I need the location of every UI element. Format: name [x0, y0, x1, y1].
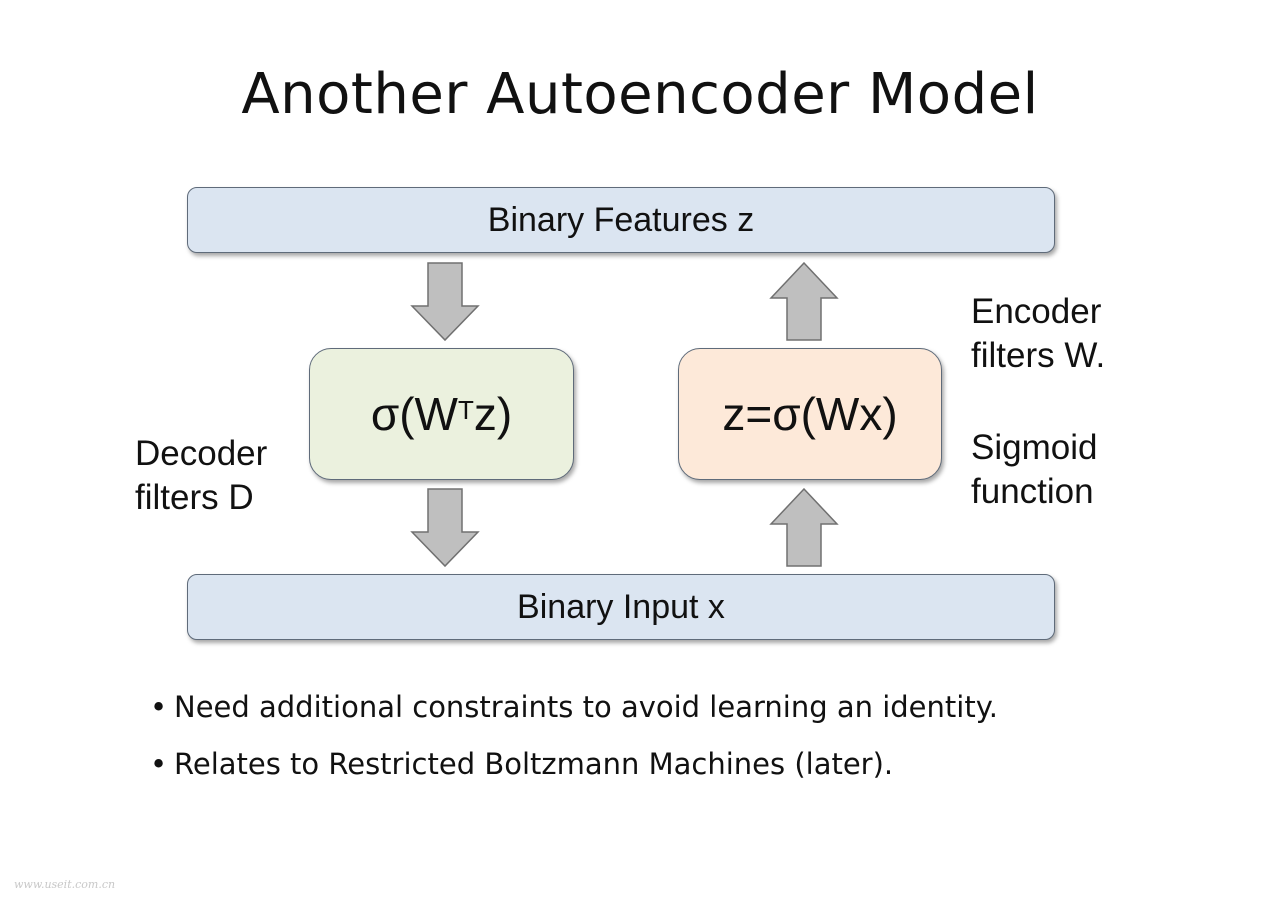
bullet-item: • Relates to Restricted Boltzmann Machin…	[150, 735, 998, 792]
down-arrow-icon	[410, 488, 480, 568]
decoder-label-line: filters D	[135, 478, 254, 517]
down-arrow-icon	[410, 262, 480, 342]
watermark: www.useit.com.cn	[14, 878, 116, 891]
sigmoid-label: Sigmoid function	[971, 426, 1097, 514]
up-arrow-icon	[769, 262, 839, 341]
encoder-label: Encoder filters W.	[971, 290, 1105, 378]
encoder-label-line: filters W.	[971, 336, 1106, 375]
binary-input-bar: Binary Input x	[187, 574, 1055, 640]
sigmoid-label-line: function	[971, 472, 1094, 511]
bullet-text: Relates to Restricted Boltzmann Machines…	[174, 746, 894, 781]
decoder-formula-suffix: z)	[473, 388, 513, 440]
binary-features-bar: Binary Features z	[187, 187, 1055, 253]
decoder-formula-prefix: σ(W	[370, 388, 458, 440]
decoder-label: Decoder filters D	[135, 432, 267, 520]
up-arrow-icon	[769, 488, 839, 567]
encoder-label-line: Encoder	[971, 292, 1102, 331]
decoder-label-line: Decoder	[135, 434, 268, 473]
bullet-list: • Need additional constraints to avoid l…	[150, 678, 998, 792]
decoder-formula-superscript: T	[457, 394, 474, 425]
bullet-dot-icon: •	[150, 746, 168, 781]
bullet-text: Need additional constraints to avoid lea…	[174, 689, 998, 724]
bullet-dot-icon: •	[150, 689, 168, 724]
slide-title: Another Autoencoder Model	[241, 62, 1039, 127]
sigmoid-label-line: Sigmoid	[971, 428, 1098, 467]
bullet-item: • Need additional constraints to avoid l…	[150, 678, 998, 735]
encoder-function-box: z=σ(Wx)	[678, 348, 942, 480]
